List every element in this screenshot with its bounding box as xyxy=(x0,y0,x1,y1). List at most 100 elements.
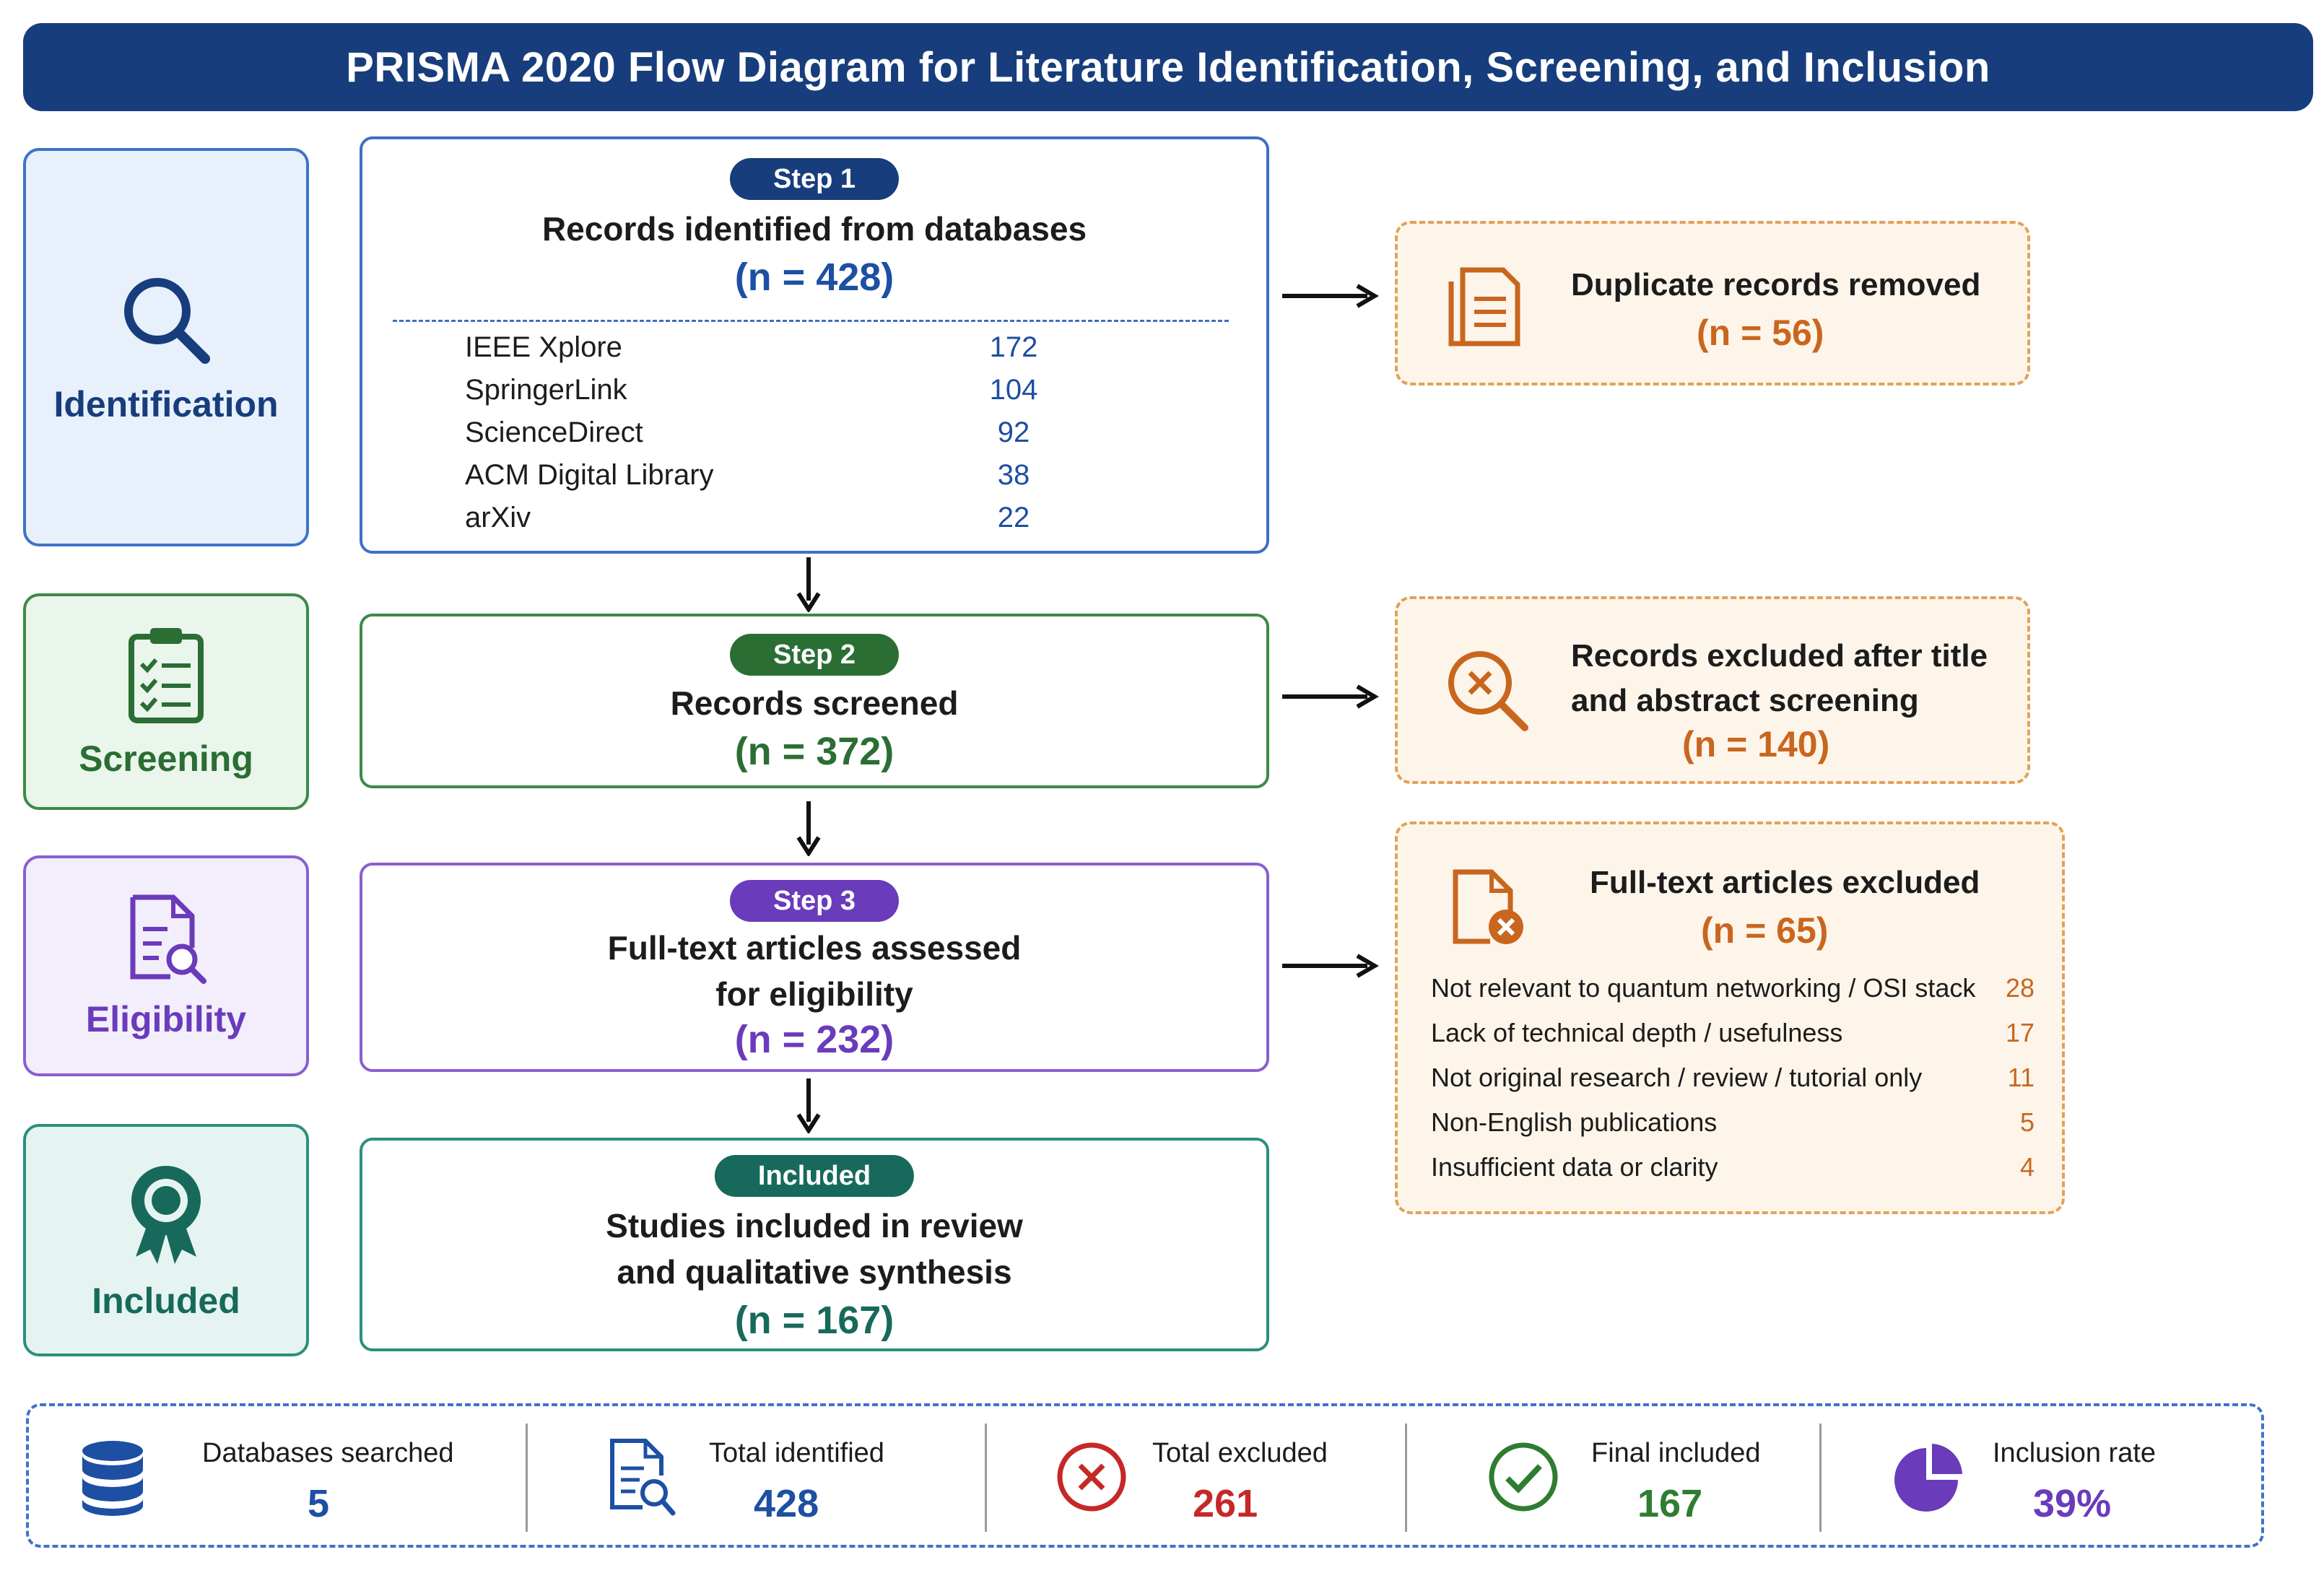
fulltext-excluded-count: (n = 65) xyxy=(1701,910,1829,951)
exclusion-reason-row: Not original research / review / tutoria… xyxy=(1431,1063,2034,1103)
stage-included: Included xyxy=(23,1124,309,1356)
screening-excluded-title: Records excluded after title and abstrac… xyxy=(1571,634,1988,723)
step3-box: Step 3 Full-text articles assessed for e… xyxy=(360,863,1269,1072)
duplicates-count: (n = 56) xyxy=(1697,313,1824,353)
documents-stack-icon xyxy=(1448,267,1520,346)
stat-value-rate: 39% xyxy=(2033,1482,2112,1525)
stat-value-included: 167 xyxy=(1637,1482,1703,1525)
search-x-icon xyxy=(1448,651,1528,731)
exclusion-reason-count: 28 xyxy=(2005,973,2034,1003)
exclusion-reason-count: 11 xyxy=(2007,1063,2034,1092)
included-title-line1: Studies included in review xyxy=(606,1207,1023,1244)
summary-divider xyxy=(985,1424,987,1532)
database-row: ACM Digital Library 38 xyxy=(465,459,1057,501)
fulltext-excluded-title: Full-text articles excluded xyxy=(1590,865,1980,900)
arrow-down-2 xyxy=(796,801,821,856)
database-name: ACM Digital Library xyxy=(465,459,714,491)
x-circle-icon xyxy=(1057,1442,1126,1512)
summary-divider xyxy=(526,1424,528,1532)
document-x-icon xyxy=(1453,869,1523,944)
arrow-down-3 xyxy=(796,1078,821,1133)
stage-label-included: Included xyxy=(92,1281,240,1321)
step2-badge: Step 2 xyxy=(729,634,900,676)
award-ribbon-icon xyxy=(131,1166,201,1264)
summary-divider xyxy=(1405,1424,1407,1532)
database-row: SpringerLink 104 xyxy=(465,374,1057,416)
exclusion-reason-row: Not relevant to quantum networking / OSI… xyxy=(1431,973,2034,1014)
diagram-title-bar: PRISMA 2020 Flow Diagram for Literature … xyxy=(23,23,2313,111)
pie-chart-icon xyxy=(1894,1444,1962,1512)
stage-eligibility: Eligibility xyxy=(23,855,309,1076)
database-name: SpringerLink xyxy=(465,374,627,406)
stat-label-rate: Inclusion rate xyxy=(1993,1438,2157,1468)
arrow-right-2 xyxy=(1282,684,1379,709)
included-badge: Included xyxy=(714,1155,915,1197)
database-row: arXiv 22 xyxy=(465,502,1057,544)
step2-count: (n = 372) xyxy=(734,730,895,773)
included-title-line2: and qualitative synthesis xyxy=(617,1253,1012,1291)
stat-value-excluded: 261 xyxy=(1193,1482,1258,1525)
step1-box: Step 1 Records identified from databases… xyxy=(360,136,1269,554)
stat-value-identified: 428 xyxy=(754,1482,819,1525)
step1-divider xyxy=(393,320,1229,322)
stat-label-included: Final included xyxy=(1591,1438,1761,1468)
fulltext-excluded-box: Full-text articles excluded (n = 65) Not… xyxy=(1395,821,2065,1214)
stat-label-identified: Total identified xyxy=(709,1438,884,1468)
exclusion-reason: Lack of technical depth / usefulness xyxy=(1431,1018,1843,1047)
exclusion-reason: Insufficient data or clarity xyxy=(1431,1152,1718,1182)
arrow-down-1 xyxy=(796,557,821,612)
diagram-title: PRISMA 2020 Flow Diagram for Literature … xyxy=(346,43,1990,91)
database-row: ScienceDirect 92 xyxy=(465,417,1057,458)
exclusion-reason: Not original research / review / tutoria… xyxy=(1431,1063,1923,1092)
summary-divider xyxy=(1819,1424,1822,1532)
magnifier-icon xyxy=(124,278,210,364)
stat-label-excluded: Total excluded xyxy=(1152,1438,1328,1468)
step1-badge: Step 1 xyxy=(729,158,900,200)
check-circle-icon xyxy=(1489,1442,1558,1512)
exclusion-reason-count: 17 xyxy=(2005,1018,2034,1047)
step2-title: Records screened xyxy=(670,684,959,722)
step3-count: (n = 232) xyxy=(734,1018,895,1061)
step3-title-line2: for eligibility xyxy=(715,975,913,1013)
stage-label-eligibility: Eligibility xyxy=(85,999,247,1039)
stat-value-databases: 5 xyxy=(308,1482,330,1525)
stage-identification: Identification xyxy=(23,148,309,546)
database-count: 172 xyxy=(989,331,1038,363)
exclusion-reason-row: Non-English publications 5 xyxy=(1431,1107,2034,1148)
exclusion-reason: Non-English publications xyxy=(1431,1107,1718,1137)
screening-excluded-count: (n = 140) xyxy=(1682,724,1830,764)
duplicates-removed-box: Duplicate records removed (n = 56) xyxy=(1395,221,2030,385)
document-search-icon xyxy=(610,1439,676,1516)
database-count: 92 xyxy=(997,417,1030,448)
summary-bar: Databases searched 5 Total identified 42… xyxy=(26,1403,2264,1548)
step3-title-line1: Full-text articles assessed xyxy=(607,929,1022,967)
exclusion-reason-row: Insufficient data or clarity 4 xyxy=(1431,1152,2034,1193)
step1-count: (n = 428) xyxy=(734,256,895,299)
stage-label-identification: Identification xyxy=(53,384,279,424)
arrow-right-1 xyxy=(1282,284,1379,308)
screening-excluded-title-line2: and abstract screening xyxy=(1571,683,1919,718)
arrow-right-3 xyxy=(1282,954,1379,978)
clipboard-checklist-icon xyxy=(129,628,204,723)
included-count: (n = 167) xyxy=(734,1299,895,1342)
stage-label-screening: Screening xyxy=(79,738,253,779)
duplicates-title: Duplicate records removed xyxy=(1571,267,1981,302)
step2-box: Step 2 Records screened (n = 372) xyxy=(360,614,1269,788)
included-title: Studies included in review and qualitati… xyxy=(362,1203,1266,1295)
exclusion-reason-count: 5 xyxy=(2019,1107,2034,1137)
database-count: 22 xyxy=(997,502,1030,533)
screening-excluded-title-line1: Records excluded after title xyxy=(1571,638,1988,674)
document-search-icon xyxy=(130,894,206,984)
database-name: arXiv xyxy=(465,502,531,533)
database-count: 38 xyxy=(997,459,1030,491)
included-box: Included Studies included in review and … xyxy=(360,1138,1269,1351)
database-count: 104 xyxy=(989,374,1038,406)
database-name: IEEE Xplore xyxy=(465,331,622,363)
database-row: IEEE Xplore 172 xyxy=(465,331,1057,373)
database-icon xyxy=(82,1441,143,1516)
database-name: ScienceDirect xyxy=(465,417,643,448)
stat-label-databases: Databases searched xyxy=(202,1438,454,1468)
step3-badge: Step 3 xyxy=(729,880,900,922)
exclusion-reason-row: Lack of technical depth / usefulness 17 xyxy=(1431,1018,2034,1058)
step3-title: Full-text articles assessed for eligibil… xyxy=(362,925,1266,1017)
